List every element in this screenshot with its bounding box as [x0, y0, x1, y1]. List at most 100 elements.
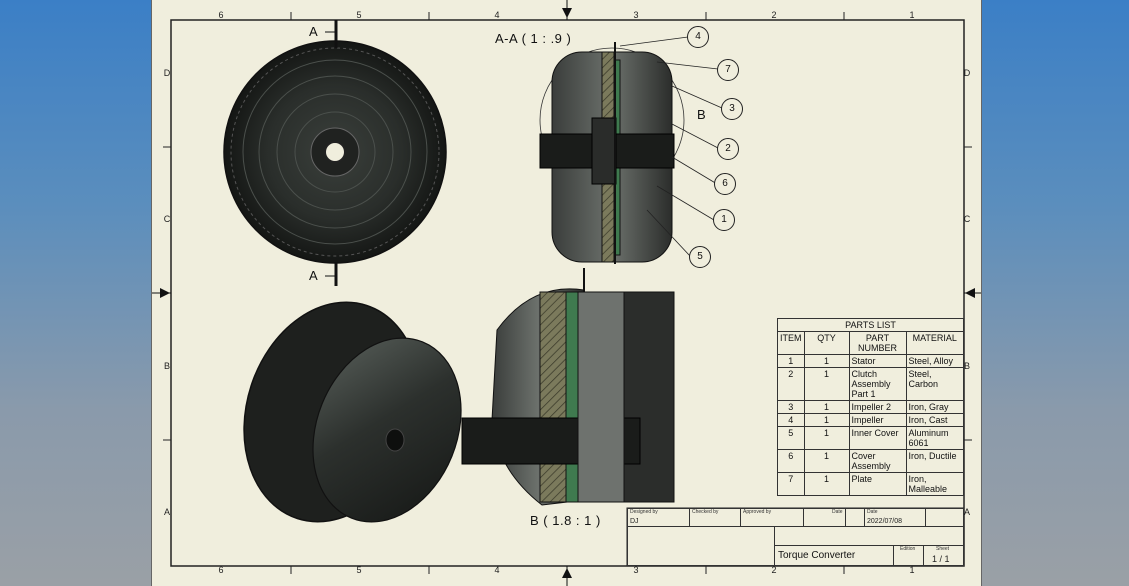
detail-marker-label: B: [697, 107, 706, 122]
qty-cell: 1: [803, 472, 850, 496]
item-cell: 3: [777, 400, 805, 414]
spacer-cell: [845, 508, 865, 527]
title-header-cell: [774, 526, 964, 546]
part-number-cell: Plate: [848, 472, 907, 496]
qty-cell: 1: [803, 367, 850, 401]
leader-lines: [619, 36, 723, 257]
parts-list-header: ITEM: [777, 331, 805, 355]
section-cut-label: A: [309, 268, 318, 283]
item-cell: 5: [777, 426, 805, 450]
part-number-cell: Impeller 2: [848, 400, 907, 414]
zone-label-right: A: [963, 507, 970, 517]
zone-label-top: 2: [771, 10, 777, 20]
table-row[interactable]: 4 1 Impeller Iron, Cast: [777, 413, 964, 427]
isometric-view: [243, 301, 462, 523]
section-view-title: A-A ( 1 : .9 ): [495, 31, 572, 46]
parts-list-table: PARTS LIST ITEM QTY PART NUMBER MATERIAL…: [777, 318, 964, 496]
zone-label-left: C: [163, 214, 171, 224]
approved-by-label: Approved by: [743, 509, 772, 515]
qty-cell: 1: [803, 413, 850, 427]
zone-label-top: 3: [633, 10, 639, 20]
part-number-cell: Clutch Assembly Part 1: [848, 367, 907, 401]
zone-label-bottom: 1: [909, 565, 915, 575]
sheet-label: Sheet: [936, 546, 950, 552]
parts-list-header: MATERIAL: [905, 331, 964, 355]
table-row[interactable]: 3 1 Impeller 2 Iron, Gray: [777, 400, 964, 414]
zone-label-bottom: 4: [494, 565, 500, 575]
item-cell: 7: [777, 472, 805, 496]
zone-label-right: B: [963, 361, 970, 371]
designed-by-cell: Designed by DJ: [627, 508, 690, 527]
date-cell: Date: [803, 508, 846, 527]
zone-label-bottom: 2: [771, 565, 777, 575]
date2-cell: Date 2022/07/08: [864, 508, 926, 527]
checked-by-cell: Checked by: [689, 508, 741, 527]
table-row[interactable]: 7 1 Plate Iron, Malleable: [777, 472, 964, 496]
qty-cell: 1: [803, 354, 850, 368]
parts-list-header: QTY: [803, 331, 850, 355]
zone-label-left: A: [163, 507, 170, 517]
sheet-cell: Sheet 1 / 1: [923, 545, 964, 566]
item-cell: 4: [777, 413, 805, 427]
table-row[interactable]: 1 1 Stator Steel, Alloy: [777, 354, 964, 368]
zone-ticks: [163, 12, 972, 574]
material-cell: Aluminum 6061: [905, 426, 964, 450]
checked-by-label: Checked by: [692, 509, 719, 515]
zone-label-bottom: 3: [633, 565, 639, 575]
material-cell: Steel, Carbon: [905, 367, 964, 401]
zone-label-bottom: 5: [356, 565, 362, 575]
drawing-sheet[interactable]: 6 5 4 3 2 1 6 5 4 3 2 1 D C B A D C B A …: [151, 0, 982, 586]
title-block: Designed by DJ Checked by Approved by Da…: [627, 508, 964, 566]
parts-list-header-row: ITEM QTY PART NUMBER MATERIAL: [777, 331, 964, 355]
drawing-title-cell: Torque Converter: [774, 545, 894, 566]
zone-label-top: 5: [356, 10, 362, 20]
parts-list-title: PARTS LIST: [777, 318, 964, 332]
section-view: [539, 42, 685, 264]
item-balloon[interactable]: 7: [717, 59, 739, 81]
item-balloon[interactable]: 1: [713, 209, 735, 231]
table-row[interactable]: 6 1 Cover Assembly Iron, Ductile: [777, 449, 964, 473]
drawing-canvas: [152, 0, 981, 586]
zone-label-right: D: [963, 68, 971, 78]
zone-label-top: 6: [218, 10, 224, 20]
part-number-cell: Inner Cover: [848, 426, 907, 450]
zone-label-top: 1: [909, 10, 915, 20]
item-balloon[interactable]: 3: [721, 98, 743, 120]
front-view: [223, 20, 447, 286]
sheet-value: 1 / 1: [932, 554, 950, 564]
approved-by-cell: Approved by: [740, 508, 804, 527]
item-cell: 2: [777, 367, 805, 401]
date-value: 2022/07/08: [867, 518, 903, 525]
material-cell: Iron, Malleable: [905, 472, 964, 496]
part-number-cell: Impeller: [848, 413, 907, 427]
qty-cell: 1: [803, 426, 850, 450]
qty-cell: 1: [803, 449, 850, 473]
date2-label: Date: [867, 509, 878, 515]
date-label: Date: [832, 509, 843, 515]
table-row[interactable]: 2 1 Clutch Assembly Part 1 Steel, Carbon: [777, 367, 964, 401]
zone-label-bottom: 6: [218, 565, 224, 575]
qty-cell: 1: [803, 400, 850, 414]
logo-cell: [627, 526, 775, 566]
material-cell: Iron, Ductile: [905, 449, 964, 473]
item-balloon[interactable]: 4: [687, 26, 709, 48]
material-cell: Iron, Gray: [905, 400, 964, 414]
detail-view-title: B ( 1.8 : 1 ): [530, 513, 601, 528]
parts-list-header: PART NUMBER: [848, 331, 907, 355]
item-balloon[interactable]: 6: [714, 173, 736, 195]
designed-by-value: DJ: [630, 518, 639, 525]
item-balloon[interactable]: 5: [689, 246, 711, 268]
zone-label-right: C: [963, 214, 971, 224]
detail-view: [461, 268, 675, 506]
edition-label: Edition: [900, 546, 916, 552]
drawing-title: Torque Converter: [778, 550, 856, 561]
material-cell: Iron, Cast: [905, 413, 964, 427]
zone-label-left: B: [163, 361, 170, 371]
edition-cell: Edition: [893, 545, 924, 566]
centering-marks: [152, 0, 981, 586]
item-balloon[interactable]: 2: [717, 138, 739, 160]
table-row[interactable]: 5 1 Inner Cover Aluminum 6061: [777, 426, 964, 450]
blank-cell: [925, 508, 964, 527]
zone-label-left: D: [163, 68, 171, 78]
material-cell: Steel, Alloy: [905, 354, 964, 368]
